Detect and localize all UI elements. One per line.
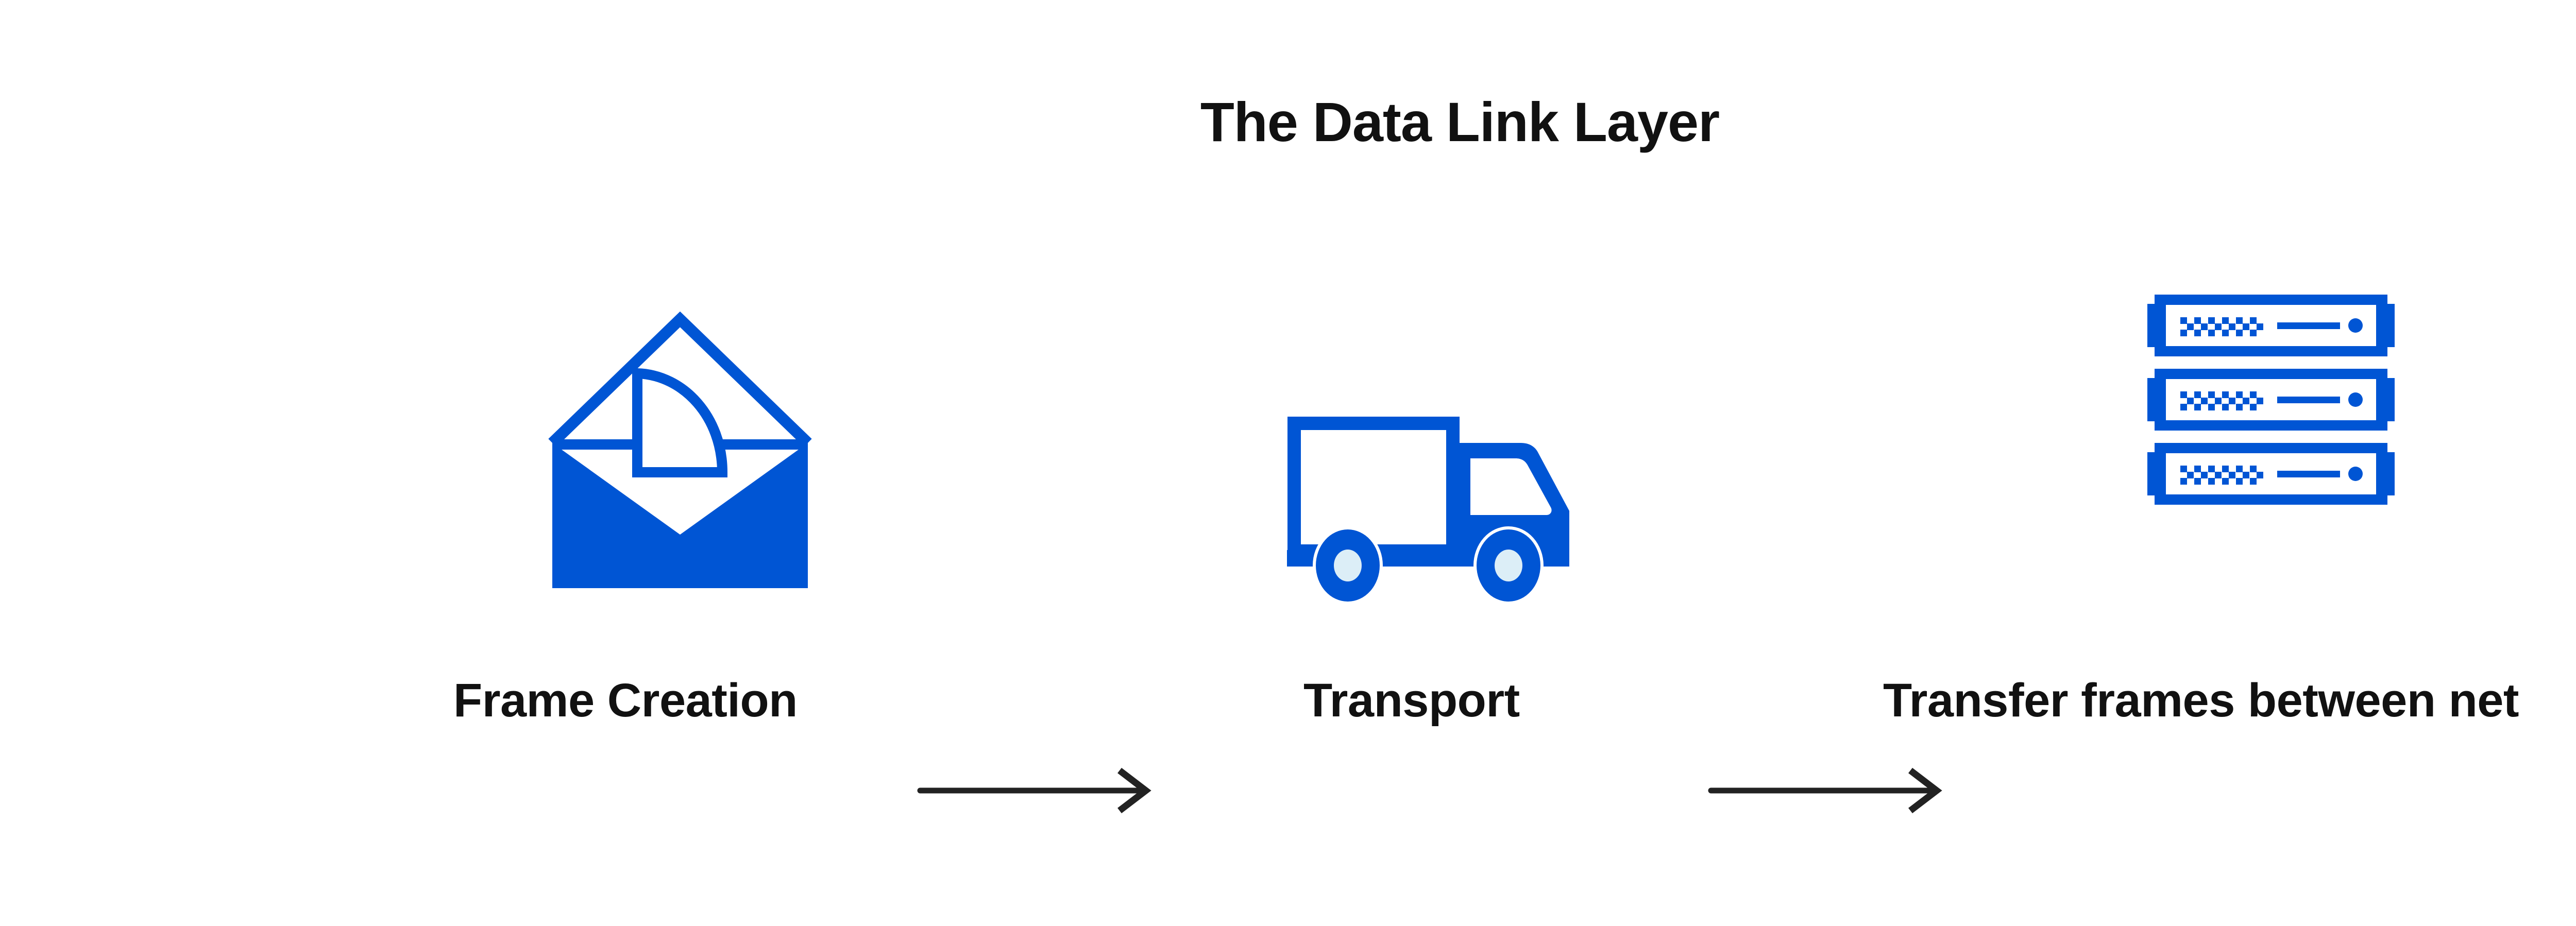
arrow-right-icon (1708, 767, 1942, 814)
server-unit-3 (2147, 443, 2395, 505)
process-flow-row (0, 288, 2576, 814)
page-title: The Data Link Layer (1200, 91, 1720, 153)
flow-step-transport[interactable] (1283, 288, 1602, 618)
open-envelope-icon (548, 311, 812, 588)
arrow-right-icon (917, 767, 1151, 814)
flow-step-transfer-frames[interactable] (2138, 288, 2411, 618)
flow-connector-1 (917, 760, 1159, 821)
server-unit-2 (2147, 369, 2395, 431)
step-label-transport: Transport (1303, 674, 1520, 727)
flow-connector-2 (1708, 760, 1950, 821)
flow-step-frame-creation[interactable] (536, 288, 824, 618)
step-label-frame-creation: Frame Creation (453, 674, 798, 727)
server-stack-icon (2147, 295, 2395, 505)
delivery-truck-icon (1287, 417, 1569, 605)
process-flow-labels: Frame Creation Transport Transfer frames… (0, 672, 2576, 739)
server-unit-1 (2147, 295, 2395, 356)
step-label-transfer-frames: Transfer frames between net (1883, 674, 2519, 727)
